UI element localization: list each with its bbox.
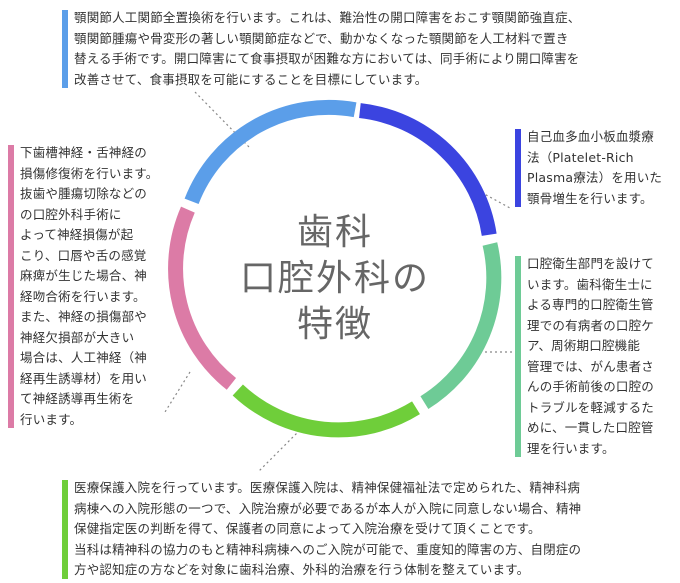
ring-segment-blue (184, 99, 357, 205)
callout-bar-purple (515, 129, 521, 207)
ring-segment-pink (168, 206, 237, 390)
ring-segment-purple (359, 103, 497, 236)
callout-text-teal: 口腔衛生部門を設けて います。歯科衛生士に よる専門的口腔衛生管 理での有病者の… (527, 256, 655, 456)
center-title-line1: 歯科 (296, 212, 373, 253)
callout-text-green: 医療保護入院を行っています。医療保護入院は、精神保健福祉法で定められた、精神科病… (74, 480, 582, 577)
ring-segment-teal (420, 242, 502, 409)
ring-segment-green (232, 384, 420, 438)
callout-medical-protection-admission: 医療保護入院を行っています。医療保護入院は、精神保健福祉法で定められた、精神科病… (62, 478, 670, 581)
callout-nerve-repair: 下歯槽神経・舌神経の 損傷修復術を行います。 抜歯や腫瘍切除などの の口腔外科手… (8, 143, 170, 430)
callout-bar-teal (515, 256, 521, 457)
callout-oral-hygiene: 口腔衛生部門を設けて います。歯科衛生士に よる専門的口腔衛生管 理での有病者の… (515, 254, 680, 459)
callout-bar-pink (8, 145, 14, 428)
callout-prp-therapy: 自己血多血小板血漿療 法（Platelet-Rich Plasma療法）を用いた… (515, 127, 680, 209)
callout-bar-green (62, 480, 68, 579)
callout-bar-blue (62, 10, 68, 88)
callout-text-blue: 顎関節人工関節全置換術を行います。これは、難治性の開口障害をおこす顎関節強直症、… (74, 10, 581, 87)
center-title-line3: 特徴 (296, 304, 373, 345)
leader-line-green (257, 429, 301, 473)
callout-text-pink: 下歯槽神経・舌神経の 損傷修復術を行います。 抜歯や腫瘍切除などの の口腔外科手… (20, 145, 159, 427)
center-title: 歯科 口腔外科の 特徴 (235, 210, 435, 348)
callout-tmj-replacement: 顎関節人工関節全置換術を行います。これは、難治性の開口障害をおこす顎関節強直症、… (62, 8, 670, 90)
callout-text-purple: 自己血多血小板血漿療 法（Platelet-Rich Plasma療法）を用いた… (527, 129, 663, 206)
center-title-line2: 口腔外科の (239, 258, 430, 299)
